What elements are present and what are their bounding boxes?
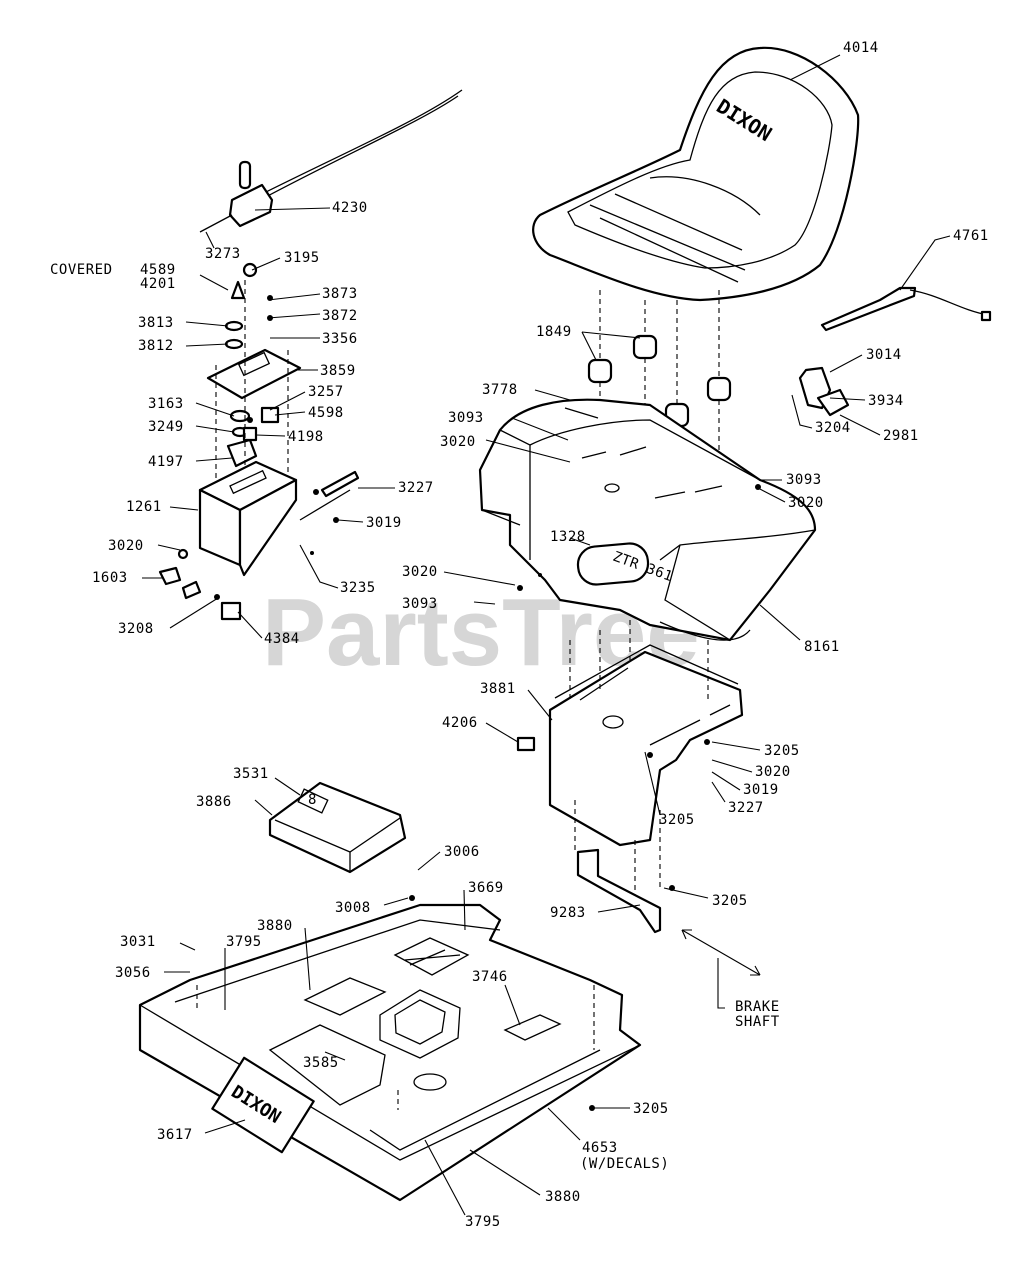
callout-label: 3019 <box>366 515 402 531</box>
callout-label: 3205 <box>659 812 695 828</box>
control-box <box>158 460 360 621</box>
callout-label: 3020 <box>755 764 791 780</box>
callout-label: 3020 <box>402 564 438 580</box>
callout-label: 3205 <box>712 893 748 909</box>
brake-shaft-bracket <box>576 848 761 976</box>
callout-label: 3008 <box>335 900 371 916</box>
callout-label: 3873 <box>322 286 358 302</box>
callout-label: 3859 <box>320 363 356 379</box>
callout-label: 9283 <box>550 905 586 921</box>
callout-label: 3934 <box>868 393 904 409</box>
callout-label: 3205 <box>633 1101 669 1117</box>
callout-label: 3531 <box>233 766 269 782</box>
callout-label: 4201 <box>140 276 176 292</box>
callout-label: 3795 <box>465 1214 501 1230</box>
callout-label: 3273 <box>205 246 241 262</box>
callout-label: 3617 <box>157 1127 193 1143</box>
callout-label: 3813 <box>138 315 174 331</box>
callout-label: 4206 <box>442 715 478 731</box>
callout-label: 3195 <box>284 250 320 266</box>
callout-label: 3204 <box>815 420 851 436</box>
callout-label: 3093 <box>786 472 822 488</box>
callout-label: 3208 <box>118 621 154 637</box>
callout-label: 3227 <box>728 800 764 816</box>
callout-label: 3880 <box>545 1189 581 1205</box>
callout-label: 3093 <box>448 410 484 426</box>
leaders <box>142 54 951 1216</box>
callout-label: 3163 <box>148 396 184 412</box>
callout-label: 3227 <box>398 480 434 496</box>
callout-label: 3778 <box>482 382 518 398</box>
clip-4206 <box>516 736 536 752</box>
callout-label: 3031 <box>120 934 156 950</box>
callout-label: 4598 <box>308 405 344 421</box>
callout-label: 3019 <box>743 782 779 798</box>
callout-label: 3020 <box>440 434 476 450</box>
callout-label: 3585 <box>303 1055 339 1071</box>
callout-label: 4761 <box>953 228 989 244</box>
seat-pan: ZTR 361 <box>478 398 817 642</box>
callout-label: 3093 <box>402 596 438 612</box>
callout-label: SHAFT <box>735 1014 780 1030</box>
callout-label: 4384 <box>264 631 300 647</box>
callout-label: 3669 <box>468 880 504 896</box>
callout-label: 3886 <box>196 794 232 810</box>
callout-label: 3795 <box>226 934 262 950</box>
callout-label: 4014 <box>843 40 879 56</box>
callout-label: 3006 <box>444 844 480 860</box>
callout-label: 3746 <box>472 969 508 985</box>
seat-bracket <box>548 620 744 900</box>
callout-label: 3872 <box>322 308 358 324</box>
callout-label: 3249 <box>148 419 184 435</box>
callout-label: 4589 <box>140 262 176 278</box>
callout-label: 2981 <box>883 428 919 444</box>
callout-label: COVERED <box>50 262 113 278</box>
callout-label: 3880 <box>257 918 293 934</box>
callout-label: 4198 <box>288 429 324 445</box>
hardware-dots <box>214 295 761 1111</box>
callout-label: 1328 <box>550 529 586 545</box>
floor-pan: DIXON <box>138 903 642 1202</box>
callout-label: 3020 <box>108 538 144 554</box>
callout-label: 3014 <box>866 347 902 363</box>
callout-label: 3812 <box>138 338 174 354</box>
callout-label: 4653 <box>582 1140 618 1156</box>
callout-label: 8161 <box>804 639 840 655</box>
control-plate <box>206 262 302 540</box>
callout-label: 3356 <box>322 331 358 347</box>
seat: DIXON <box>532 46 860 302</box>
callout-label: 3056 <box>115 965 151 981</box>
callout-label: 3205 <box>764 743 800 759</box>
callout-label: 3881 <box>480 681 516 697</box>
callout-label: (W/DECALS) <box>580 1156 669 1172</box>
seat-switch <box>798 286 992 417</box>
callout-label: 1849 <box>536 324 572 340</box>
callout-label: 1603 <box>92 570 128 586</box>
callout-label: BRAKE <box>735 999 780 1015</box>
callout-labels: 4014 4230 3273 COVERED 4589 4201 3195 38… <box>50 40 989 1230</box>
floor-pad: 8 <box>268 781 407 874</box>
callout-label: 4230 <box>332 200 368 216</box>
decal-8: 8 <box>308 792 317 808</box>
callout-label: 4197 <box>148 454 184 470</box>
callout-label: 1261 <box>126 499 162 515</box>
callout-label: 3020 <box>788 495 824 511</box>
callout-label: 3235 <box>340 580 376 596</box>
throttle-cable <box>199 89 463 233</box>
callout-label: 3257 <box>308 384 344 400</box>
